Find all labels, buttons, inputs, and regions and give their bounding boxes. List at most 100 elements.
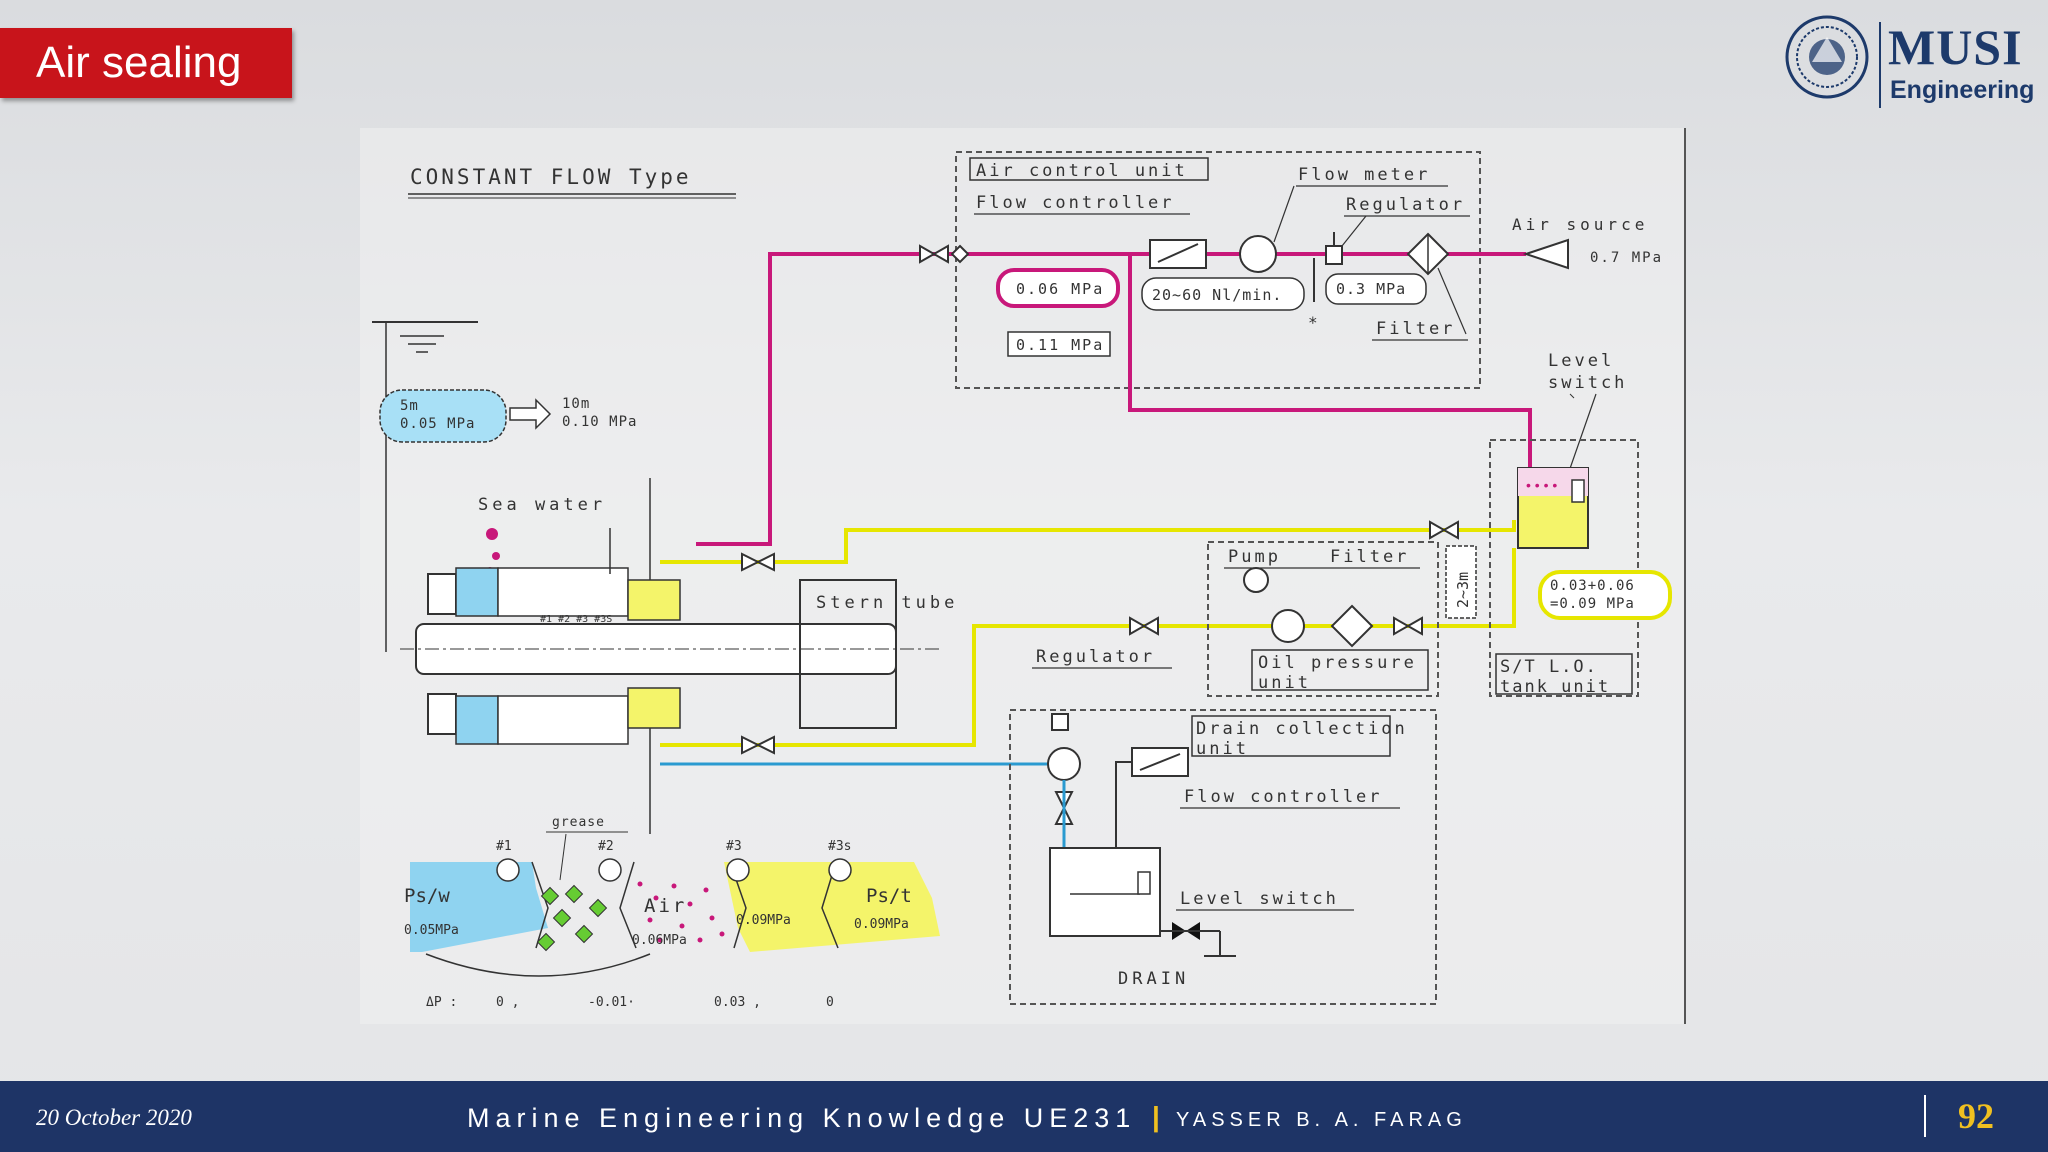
oil-chamber-lower <box>627 687 681 729</box>
p-009b-value: 0.09MPa <box>854 917 909 932</box>
tank-level-switch <box>1571 479 1585 503</box>
seal-bolt-lower <box>427 693 457 735</box>
air-bubble-1 <box>486 528 498 540</box>
oil-pressure-unit-label-box <box>1251 649 1429 691</box>
footer-bar: 20 October 2020 Marine Engineering Knowl… <box>0 1081 2048 1152</box>
air-sealing-diagram: CONSTANT FLOW Type Air control unit Flow… <box>360 128 1686 1024</box>
sea-water-label: Sea water <box>478 495 606 515</box>
logo-divider <box>1879 22 1881 108</box>
tank-air-dots: • • • • <box>1526 477 1557 493</box>
flow-range-cloud <box>1141 277 1305 311</box>
pressure-005-cloud-label: 0.05 MPa <box>400 416 475 432</box>
university-seal-icon <box>1785 15 1869 99</box>
flow-meter-label: Flow meter <box>1298 165 1430 185</box>
pressure-010: 0.10 MPa <box>562 414 637 430</box>
filter-mid-label: Filter <box>1330 547 1409 567</box>
logo-subtitle: Engineering <box>1890 76 2035 104</box>
air-valve-b <box>931 244 949 264</box>
seal-ring-1 <box>496 858 520 882</box>
depth-10m: 10m <box>562 396 590 412</box>
seal-pressure-profile: #1 #2 #3 #3s grease Ps/w 0.05MPa Air 0.0… <box>404 815 940 1010</box>
air-dots <box>637 881 725 943</box>
air-control-unit-box <box>955 151 1481 389</box>
footer-course: Marine Engineering Knowledge UE231 <box>467 1103 1137 1133</box>
pressure-curve <box>425 953 651 977</box>
vent-line <box>1115 761 1132 848</box>
air-source-symbol <box>1522 238 1569 270</box>
flow-meter-leader <box>1273 185 1295 243</box>
ps-t-label: Ps/t <box>866 885 912 907</box>
filter-top-label: Filter <box>1376 319 1455 339</box>
diagram-canvas: CONSTANT FLOW Type Air control unit Flow… <box>360 128 1686 1024</box>
air-label: Air <box>644 895 687 917</box>
seal-ring-3s-label: #3s <box>828 839 851 854</box>
depth-arrow-icon <box>509 398 552 430</box>
pressure-011: 0.11 MPa <box>1016 336 1104 354</box>
depth-5m: 5m <box>400 398 419 414</box>
footer-date: 20 October 2020 <box>36 1105 192 1130</box>
footer-author: YASSER B. A. FARAG <box>1176 1109 1467 1131</box>
oil-valve-lower-b <box>755 735 775 755</box>
level-switch-leader <box>1565 393 1597 481</box>
st-lo-tank-label: S/T L.O.tank unit <box>1500 657 1610 697</box>
regulator-symbol <box>1325 245 1343 265</box>
p-air-value: 0.06MPa <box>632 933 687 948</box>
grease-blocks <box>536 884 608 952</box>
sea-water-chamber-lower <box>455 695 499 745</box>
p-sw-value: 0.05MPa <box>404 923 459 938</box>
pressure-sum: 0.03+0.06=0.09 MPa <box>1550 578 1635 612</box>
seal-lip-1 <box>531 861 549 949</box>
musi-logo: MUSI Engineering <box>1782 12 2042 112</box>
oil-valve-mid-b <box>1141 616 1159 636</box>
dp-value-2: -0.01· <box>588 995 635 1010</box>
regulator-mid-label: Regulator <box>1036 647 1155 667</box>
grease-leader <box>559 833 567 881</box>
dp-value-1: 0 , <box>496 995 519 1010</box>
seal-lip-2 <box>619 861 637 949</box>
st-lo-tank-unit-box <box>1489 439 1639 697</box>
filter-mid-symbol <box>1330 604 1374 648</box>
seal-ring-1-label: #1 <box>496 839 512 854</box>
oil-lines <box>660 520 1516 747</box>
pump-symbol <box>1271 609 1305 643</box>
oil-supply-line <box>660 548 1516 747</box>
seal-assembly-lower <box>427 687 681 745</box>
air-bubble-2 <box>492 552 500 560</box>
seal-rings-upper <box>497 567 629 617</box>
pressure-gauge-icon <box>1243 567 1269 593</box>
footer-divider <box>1924 1095 1926 1137</box>
p-009a-value: 0.09MPa <box>736 913 791 928</box>
height-range-box <box>1445 545 1477 619</box>
air-control-unit-label: Air control unit <box>976 161 1188 181</box>
drain-level-switch <box>1137 871 1151 895</box>
regulator-leader <box>1341 215 1367 247</box>
oil-valve-pump-b <box>1405 616 1423 636</box>
stern-tube-body <box>799 579 897 729</box>
oil-valve-pump-a <box>1393 616 1411 636</box>
slide-title-box: Air sealing <box>0 28 292 98</box>
seal-ring-3-label: #3 <box>726 839 742 854</box>
pressure-006: 0.06 MPa <box>1016 280 1104 298</box>
ps-w-label: Ps/w <box>404 885 450 907</box>
drain-collection-label-box <box>1191 715 1391 757</box>
pump-label: Pump <box>1228 547 1281 567</box>
seal-mark-1: #1 #2 #3 #3S <box>540 614 612 625</box>
flow-controller-low-label: Flow controller <box>1184 787 1383 807</box>
flow-controller-arrow <box>1157 243 1199 263</box>
pressure-03: 0.3 MPa <box>1336 280 1406 298</box>
dp-label: ΔP : <box>426 995 457 1010</box>
st-lo-tank-label-box <box>1495 653 1633 695</box>
oil-valve-tank-a <box>1429 520 1447 540</box>
regulator-mid-symbol <box>1051 713 1069 731</box>
oil-valve-upper-a <box>741 552 761 572</box>
regulator-top-label: Regulator <box>1346 195 1465 215</box>
drain-collection-unit-box <box>1009 709 1437 1005</box>
drain-separator-symbol <box>1047 747 1081 781</box>
seal-rings-lower <box>497 695 629 745</box>
sea-water-zone <box>410 862 548 952</box>
diagram-heading: CONSTANT FLOW Type <box>410 165 692 189</box>
oil-zone <box>724 862 940 952</box>
